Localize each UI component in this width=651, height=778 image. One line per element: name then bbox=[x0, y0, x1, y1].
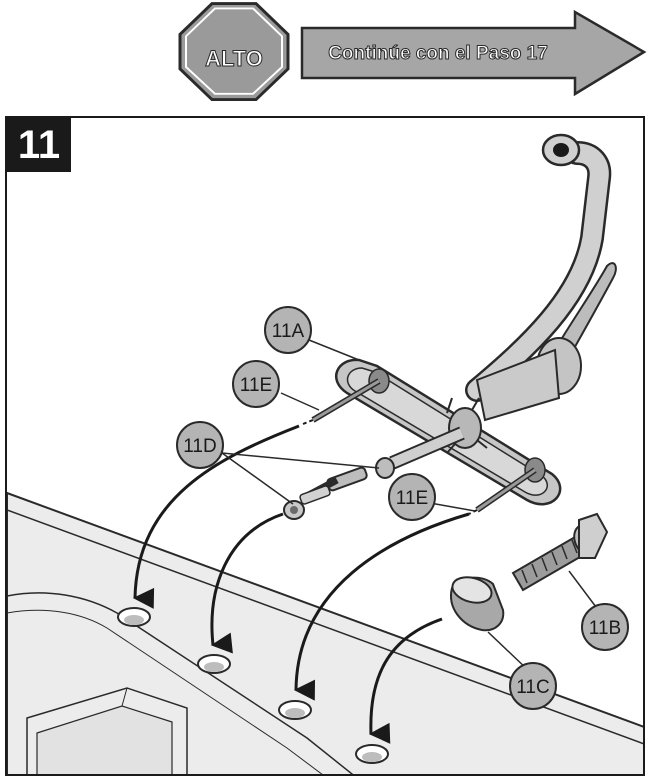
assembly-illustration: 11A 11E 11D 11E 11B 11C bbox=[7, 133, 643, 774]
callout-label-11d: 11D bbox=[183, 436, 216, 457]
sink-countertop bbox=[7, 491, 643, 774]
callout-11e-lower: 11E bbox=[388, 473, 436, 521]
callout-label-11b: 11B bbox=[589, 618, 621, 639]
callout-11a: 11A bbox=[264, 306, 312, 354]
faucet-spout bbox=[465, 133, 617, 422]
supply-shank bbox=[283, 426, 465, 520]
header: ALTO Continúe con el Paso 17 bbox=[0, 0, 651, 110]
callout-leaders bbox=[221, 339, 603, 672]
header-graphics: ALTO Continúe con el Paso 17 bbox=[178, 2, 647, 102]
mounting-studs bbox=[311, 378, 537, 513]
callout-11e-upper: 11E bbox=[232, 360, 280, 408]
callout-label-11e-upper: 11E bbox=[240, 375, 272, 396]
bolt-part bbox=[511, 512, 609, 592]
stop-sign-icon: ALTO bbox=[178, 2, 290, 102]
callout-11d: 11D bbox=[176, 421, 224, 469]
callout-11c: 11C bbox=[509, 662, 557, 710]
mounting-holes bbox=[117, 607, 389, 764]
continue-arrow-icon: Continúe con el Paso 17 bbox=[300, 9, 647, 97]
callout-label-11a: 11A bbox=[272, 321, 305, 342]
callout-11b: 11B bbox=[581, 603, 629, 651]
callout-label-11c: 11C bbox=[516, 677, 549, 698]
continue-label: Continúe con el Paso 17 bbox=[328, 43, 548, 64]
insertion-arrows bbox=[132, 419, 478, 744]
callout-label-11e-lower: 11E bbox=[396, 488, 428, 509]
stop-label: ALTO bbox=[205, 46, 263, 71]
step-panel: 11A 11E 11D 11E 11B 11C 11 bbox=[5, 116, 645, 776]
washer-part bbox=[450, 576, 505, 632]
step-number-badge: 11 bbox=[7, 118, 71, 172]
